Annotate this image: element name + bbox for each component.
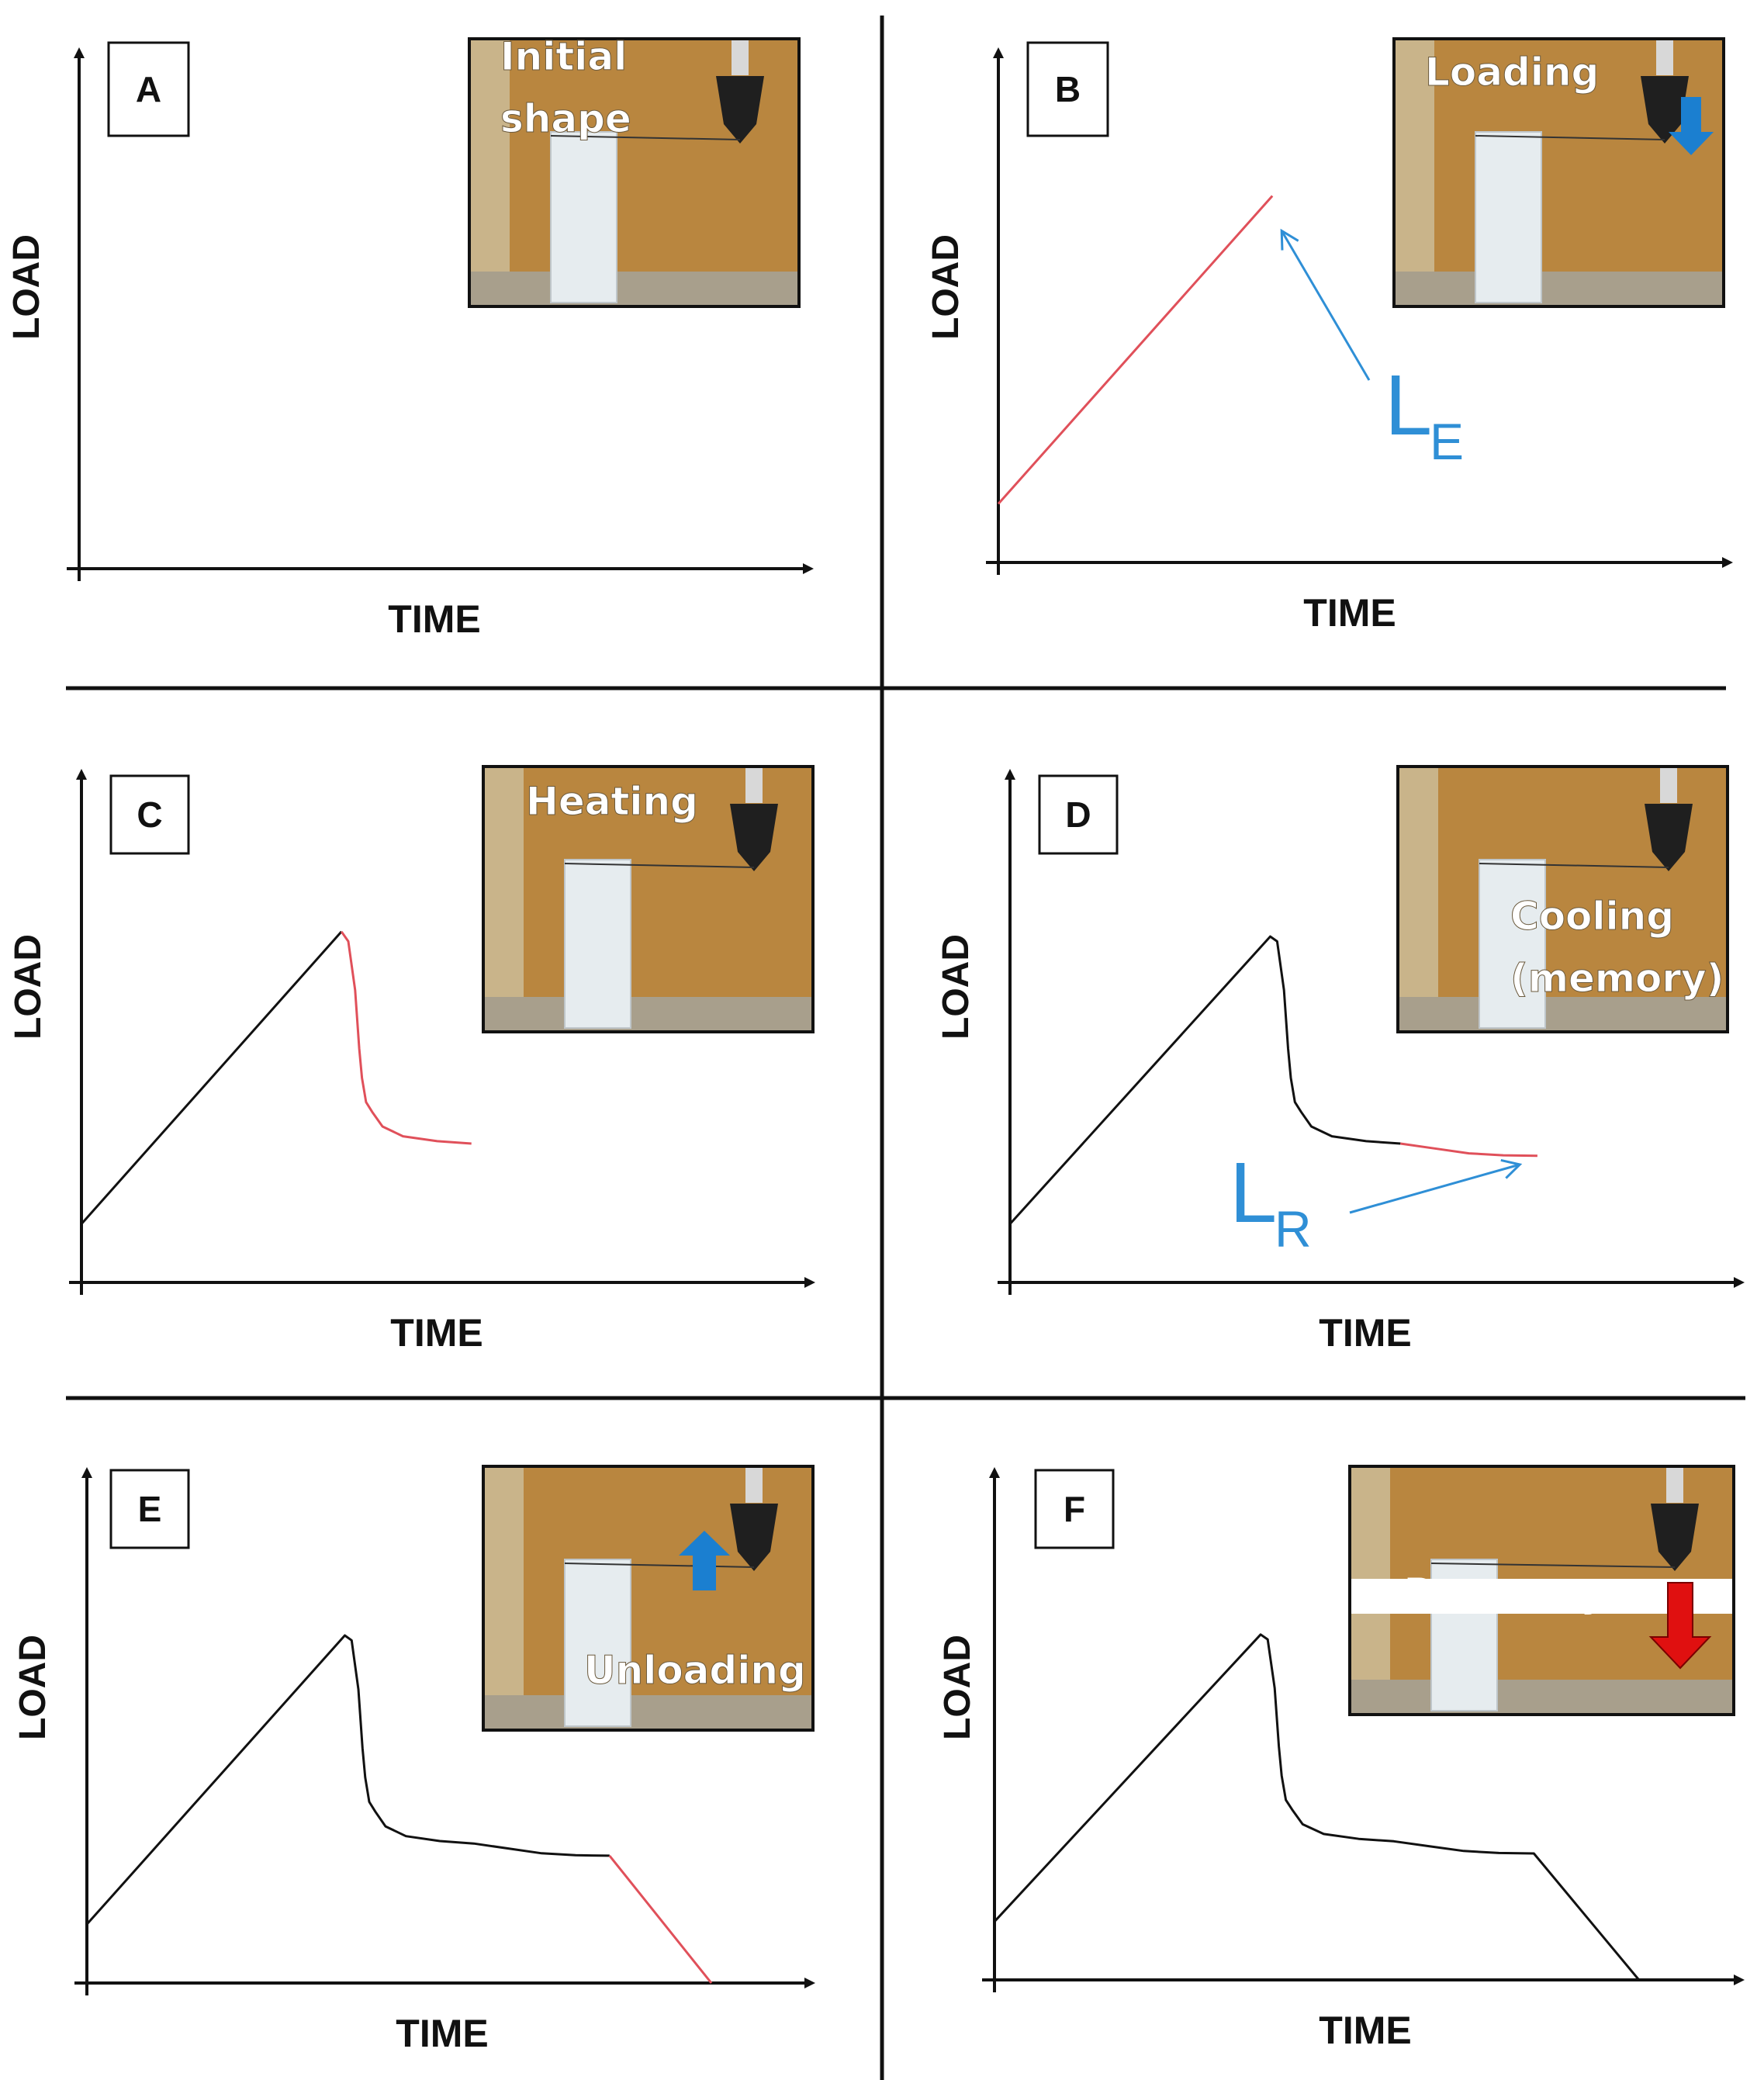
photo-table bbox=[471, 272, 797, 305]
panel-letter: D bbox=[1065, 794, 1091, 835]
photo-caption: shape bbox=[500, 96, 631, 141]
photo-rod bbox=[1656, 40, 1673, 75]
x-axis-label: TIME bbox=[1303, 591, 1396, 635]
photo-gripper bbox=[1651, 1504, 1699, 1571]
arrow-down-red-icon bbox=[1648, 1582, 1712, 1670]
photo-specimen-block bbox=[564, 1559, 631, 1727]
inset-photo: Unloading bbox=[482, 1465, 815, 1732]
photo-table bbox=[485, 997, 811, 1030]
photo-gripper bbox=[716, 76, 764, 144]
photo-gripper bbox=[730, 804, 778, 871]
photo-caption: Initial bbox=[500, 34, 627, 79]
photo-caption: (memory) bbox=[1510, 956, 1724, 1001]
panel-letter: C bbox=[137, 794, 162, 835]
panel-letter-box bbox=[1034, 1469, 1115, 1549]
series-previous-line bbox=[993, 1633, 1640, 1981]
annotation-label: L bbox=[1385, 358, 1432, 453]
panel-letter: F bbox=[1064, 1489, 1085, 1529]
series-previous-line bbox=[80, 930, 343, 1225]
photo-wire bbox=[1475, 135, 1665, 140]
annotation-arrow bbox=[1280, 228, 1371, 381]
photo-gripper bbox=[730, 1504, 778, 1571]
photo-caption: Cooling bbox=[1510, 894, 1674, 939]
photo-wall bbox=[1399, 768, 1438, 1030]
photo-table bbox=[485, 1695, 811, 1729]
photo-wire bbox=[1479, 863, 1669, 868]
series-previous-line bbox=[1008, 935, 1401, 1225]
photo-caption: Recovery bbox=[1404, 1570, 1606, 1615]
photo-specimen-block bbox=[1479, 859, 1546, 1029]
annotation-arrow bbox=[1349, 1158, 1523, 1214]
y-axis-label: LOAD bbox=[8, 934, 49, 1040]
panel-letter-box bbox=[109, 1469, 190, 1549]
photo-wire bbox=[550, 135, 741, 140]
y-axis-label: LOAD bbox=[937, 1635, 978, 1740]
y-axis-label: LOAD bbox=[6, 234, 47, 340]
annotation-label: L bbox=[1230, 1145, 1277, 1241]
annotation-subscript: R bbox=[1275, 1200, 1312, 1258]
inset-photo: Loading bbox=[1392, 37, 1725, 308]
panel-letter-box bbox=[1026, 41, 1109, 137]
panel-f: TIME LOAD F Recovery bbox=[937, 1465, 1745, 2052]
photo-specimen-block bbox=[564, 859, 631, 1029]
photo-rod bbox=[745, 1468, 763, 1503]
photo-wall bbox=[1396, 40, 1434, 305]
photo-caption: Unloading bbox=[584, 1648, 806, 1693]
photo-wire bbox=[564, 863, 755, 868]
y-axis-label: LOAD bbox=[936, 934, 977, 1040]
y-axis-label: LOAD bbox=[925, 234, 967, 340]
panel-letter-box bbox=[109, 774, 190, 855]
inset-photo: Recovery bbox=[1348, 1465, 1735, 1716]
annotation-subscript: E bbox=[1430, 413, 1464, 470]
x-axis-label: TIME bbox=[396, 2012, 488, 2055]
panel-b: TIME LOAD B LE Loading bbox=[925, 37, 1733, 635]
photo-specimen-block bbox=[1475, 131, 1542, 303]
panel-d: TIME LOAD D LR Cooling (memory) bbox=[936, 765, 1745, 1355]
photo-caption: Loading bbox=[1425, 50, 1599, 95]
photo-rod bbox=[1666, 1468, 1683, 1503]
photo-rod bbox=[732, 40, 749, 75]
series-current-line bbox=[340, 930, 472, 1145]
arrow-down-icon bbox=[1669, 97, 1714, 155]
photo-table bbox=[1351, 1680, 1732, 1713]
photo-rod bbox=[745, 768, 763, 803]
arrow-up-icon bbox=[679, 1531, 730, 1590]
x-axis-label: TIME bbox=[1319, 1311, 1411, 1355]
series-current-line bbox=[997, 195, 1274, 505]
photo-wall bbox=[485, 1468, 524, 1729]
inset-photo: Heating bbox=[482, 765, 815, 1033]
x-axis-label: TIME bbox=[390, 1311, 483, 1355]
photo-rod bbox=[1660, 768, 1677, 803]
photo-wall bbox=[471, 40, 510, 305]
x-axis-label: TIME bbox=[1319, 2009, 1411, 2052]
y-axis-label: LOAD bbox=[12, 1635, 54, 1740]
series-current-line bbox=[608, 1854, 713, 1984]
panel-a: TIME LOAD A Initial shape bbox=[6, 34, 814, 641]
panel-letter-box bbox=[107, 41, 190, 137]
photo-wire bbox=[564, 1563, 755, 1568]
series-current-line bbox=[1400, 1142, 1537, 1158]
panel-letter-box bbox=[1038, 774, 1119, 855]
photo-table bbox=[1396, 272, 1722, 305]
panel-letter: E bbox=[138, 1489, 162, 1529]
photo-wire bbox=[1430, 1563, 1676, 1568]
photo-gripper bbox=[1645, 804, 1693, 871]
photo-table bbox=[1399, 997, 1726, 1030]
panel-e: TIME LOAD E Unloading bbox=[12, 1465, 815, 2055]
inset-photo: Cooling (memory) bbox=[1396, 765, 1729, 1033]
inset-photo: Initial shape bbox=[468, 34, 801, 308]
series-previous-line bbox=[85, 1634, 610, 1926]
panel-letter: B bbox=[1055, 69, 1081, 109]
panel-c: TIME LOAD C Heating bbox=[8, 765, 815, 1355]
x-axis-label: TIME bbox=[388, 597, 480, 641]
photo-specimen-block bbox=[550, 131, 617, 303]
photo-caption: Heating bbox=[526, 779, 698, 824]
photo-wall bbox=[485, 768, 524, 1030]
photo-gripper bbox=[1641, 76, 1689, 144]
panel-letter: A bbox=[136, 69, 161, 109]
